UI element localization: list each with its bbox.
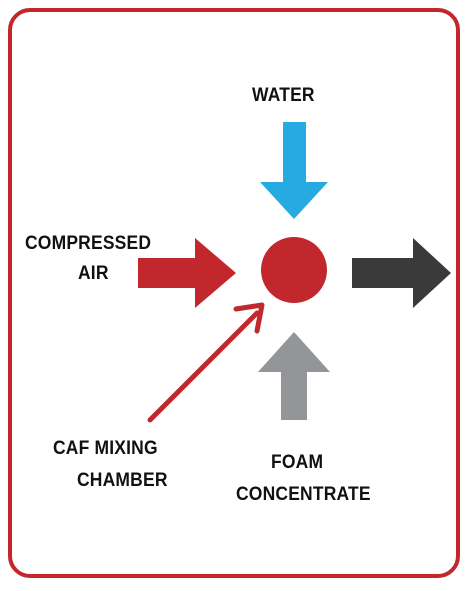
foam-concentrate-label-line2: CONCENTRATE	[236, 484, 371, 505]
diagram-frame	[8, 8, 460, 578]
foam-concentrate-arrow	[258, 332, 330, 420]
output-arrow	[352, 238, 451, 308]
mixing-chamber-circle	[261, 237, 327, 303]
caf-mixing-chamber-label-line1: CAF MIXING	[53, 438, 158, 459]
compressed-air-label-line1: COMPRESSED	[25, 233, 152, 254]
water-label: WATER	[252, 85, 315, 106]
caf-pointer-arrowhead	[233, 302, 265, 334]
caf-pointer-line	[147, 310, 260, 423]
caf-mixing-chamber-label-line2: CHAMBER	[77, 470, 168, 491]
compressed-air-label-line2: AIR	[78, 263, 109, 284]
compressed-air-arrow	[138, 238, 236, 308]
water-arrow	[260, 122, 328, 219]
foam-concentrate-label-line1: FOAM	[271, 452, 324, 473]
